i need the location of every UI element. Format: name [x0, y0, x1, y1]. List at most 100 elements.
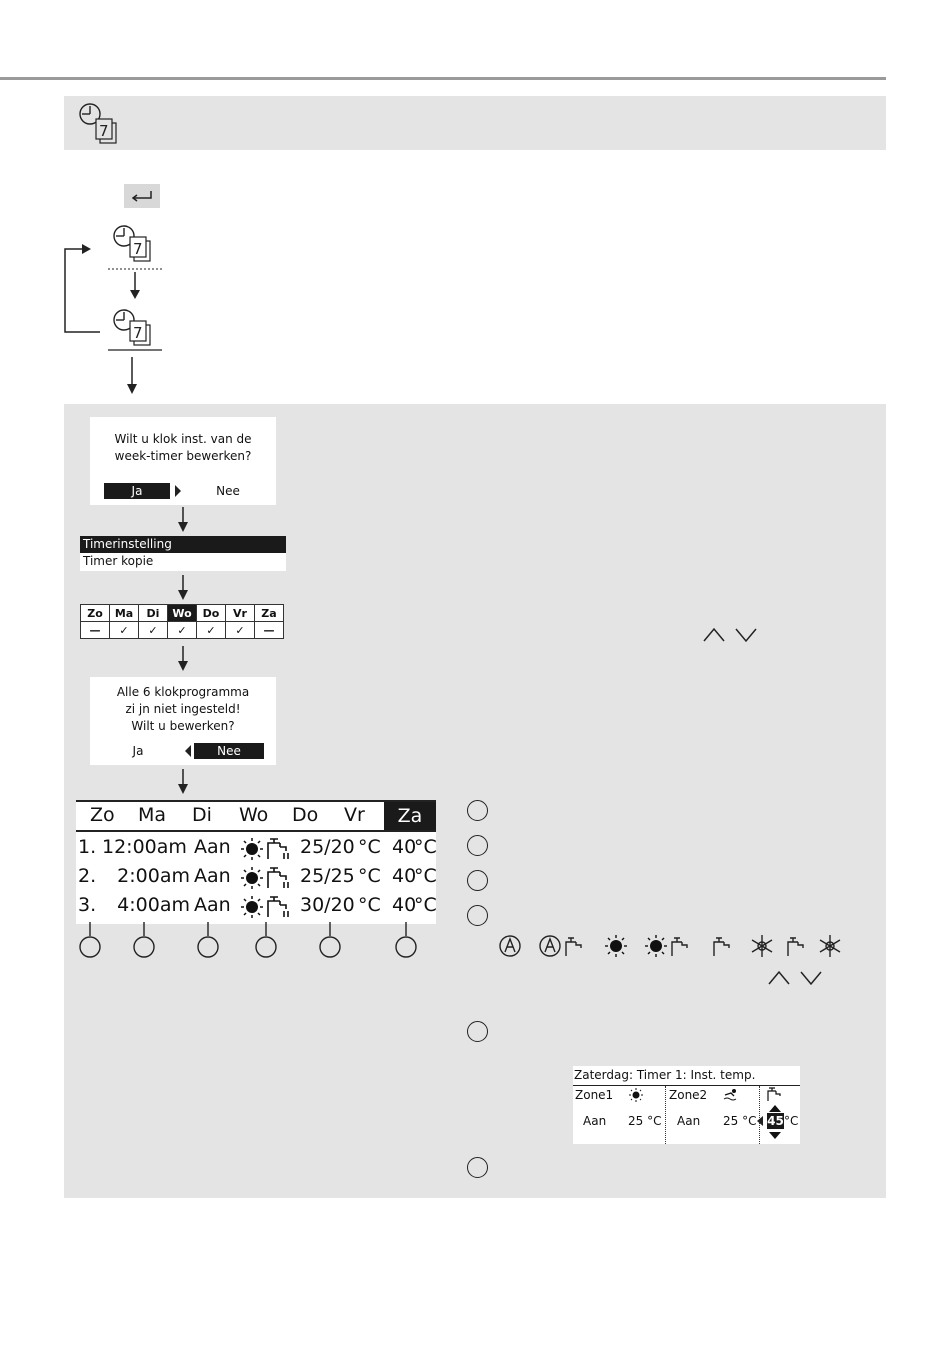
menu-item-timer-kopie[interactable]: Timer kopie [83, 554, 154, 568]
sun-icon [241, 838, 263, 860]
schedule-day[interactable]: Ma [138, 804, 167, 826]
step-marker [467, 835, 488, 856]
sun-icon [605, 935, 627, 957]
down-chevron-icon [769, 1132, 781, 1139]
zone1-label: Zone1 [575, 1088, 614, 1102]
no-option[interactable]: Nee [216, 484, 240, 498]
step-marker [467, 905, 488, 926]
day-header[interactable]: Di [138, 604, 168, 622]
schedule-day[interactable]: Di [192, 804, 212, 826]
arrow-down-icon [178, 646, 188, 671]
sun-icon [629, 1088, 643, 1102]
up-chevron-icon [703, 627, 725, 642]
dialog-line: Wilt u bewerken? [131, 719, 235, 733]
day-mark: ✓ [109, 621, 139, 639]
dialog-line: week-timer bewerken? [114, 449, 252, 463]
menu-item-timerinstelling[interactable]: Timerinstelling [80, 536, 286, 553]
row-temp-unit: °C [358, 836, 381, 858]
row-state: Aan [194, 836, 231, 858]
header-band: 7 [64, 96, 886, 150]
row-water: 40 [392, 836, 417, 858]
tank-adjust[interactable] [767, 1104, 783, 1140]
callout-markers [79, 922, 417, 958]
lcd-title: Zaterdag: Timer 1: Inst. temp. [574, 1068, 756, 1082]
day-header[interactable]: Vr [225, 604, 255, 622]
down-chevron-icon [800, 971, 822, 986]
row-temp: 30/20 [300, 894, 355, 916]
schedule-day[interactable]: Vr [344, 804, 365, 826]
up-chevron-icon [768, 970, 790, 985]
edit-clock-dialog: Wilt u klok inst. van de week-timer bewe… [90, 417, 276, 505]
row-water: 40 [392, 894, 417, 916]
row-temp: 25/25 [300, 865, 355, 887]
arrow-down-icon [178, 769, 188, 794]
arrow-down-icon [178, 507, 188, 532]
zone2-state: Aan [677, 1114, 701, 1128]
day-header[interactable]: Do [196, 604, 226, 622]
yes-option[interactable]: Ja [132, 744, 144, 758]
up-down-keys[interactable] [700, 625, 762, 645]
mode-options [499, 935, 841, 957]
row-time: 4:00am [117, 894, 190, 916]
row-num: 1. [78, 836, 97, 858]
svg-text:7: 7 [133, 240, 143, 258]
day-mark: ✓ [167, 621, 197, 639]
step-marker [467, 800, 488, 821]
row-water: 40 [392, 865, 417, 887]
step-marker [467, 1157, 488, 1178]
yes-option[interactable]: Ja [104, 483, 170, 499]
schedule-day[interactable]: Do [292, 804, 319, 826]
day-mark: ✓ [196, 621, 226, 639]
row-num: 3. [78, 894, 97, 916]
day-selection-table: Zo Ma Di Wo Do Vr Za — ✓ ✓ ✓ ✓ ✓ — [80, 604, 284, 639]
schedule-day[interactable]: Zo [90, 804, 115, 826]
row-water-unit: °C [414, 865, 437, 887]
day-header[interactable]: Zo [80, 604, 110, 622]
pointer-left-icon [185, 745, 191, 757]
day-mark: — [80, 621, 110, 639]
pointer-left-icon [757, 1116, 763, 1126]
week-timer-icon: 7 [79, 103, 117, 144]
tap-icon [767, 1087, 781, 1101]
step-marker [467, 1021, 488, 1042]
tank-temp-value[interactable]: 45 [767, 1113, 784, 1129]
enter-key-icon[interactable] [124, 184, 160, 208]
up-chevron-icon [769, 1105, 781, 1112]
flow-diagram: 7 7 [64, 225, 162, 394]
day-header[interactable]: Ma [109, 604, 139, 622]
mode-icons [241, 838, 289, 918]
dialog-line: zi jn niet ingesteld! [125, 702, 241, 716]
dialog-line: Alle 6 klokprogramma [116, 685, 250, 699]
top-rule [0, 77, 886, 80]
programs-not-set-dialog: Alle 6 klokprogramma zi jn niet ingestel… [90, 677, 276, 765]
arrow-down-icon [178, 575, 188, 600]
timer-menu: Timerinstelling Timer kopie [80, 536, 286, 571]
svg-text:7: 7 [133, 324, 143, 342]
row-water-unit: °C [414, 836, 437, 858]
zone2-label: Zone2 [669, 1088, 708, 1102]
day-mark: ✓ [225, 621, 255, 639]
row-temp-unit: °C [358, 894, 381, 916]
zone1-temp: 25 °C [628, 1114, 662, 1128]
schedule-day[interactable]: Wo [239, 804, 269, 826]
pointer-right-icon [175, 485, 181, 497]
day-header[interactable]: Za [254, 604, 284, 622]
day-header-selected[interactable]: Wo [167, 604, 197, 622]
tap-icon [713, 937, 730, 956]
schedule-day-selected[interactable]: Za [384, 802, 436, 830]
day-mark: — [254, 621, 284, 639]
zone1-state: Aan [583, 1114, 607, 1128]
tap-icon [267, 838, 289, 859]
snowflake-icon [751, 935, 804, 957]
auto-icon [499, 935, 521, 957]
row-time: 2:00am [117, 865, 190, 887]
no-option[interactable]: Nee [194, 743, 264, 759]
row-water-unit: °C [414, 894, 437, 916]
row-state: Aan [194, 865, 231, 887]
floor-heating-icon [723, 1089, 737, 1101]
dialog-line: Wilt u klok inst. van de [114, 432, 252, 446]
down-chevron-icon [735, 628, 757, 643]
up-down-keys[interactable] [765, 968, 827, 988]
tank-temp-unit: °C [784, 1114, 799, 1128]
schedule-display: Zo Ma Di Wo Do Vr Za 1. 12:00am Aan 25/2… [76, 800, 437, 924]
